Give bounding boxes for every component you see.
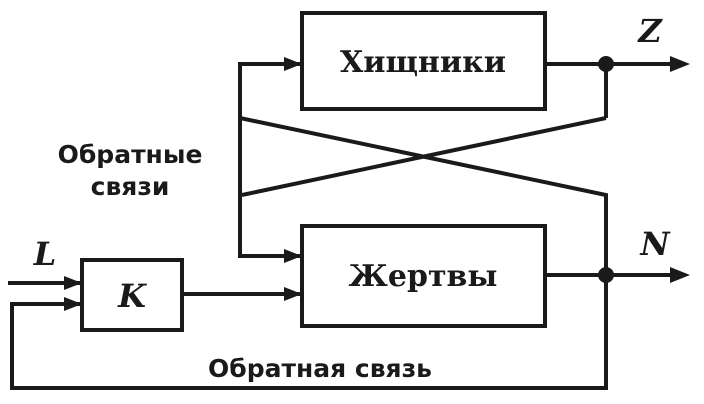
main-feedback-loop [10, 275, 608, 390]
z-output-label: Z [636, 12, 663, 50]
l-input-label: L [33, 235, 57, 273]
cross-feedback-caption-line2: связи [91, 172, 170, 201]
z-output-arrow [670, 56, 690, 72]
predators-block: Хищники [300, 11, 547, 111]
n-output-label: N [639, 225, 671, 263]
controller-block: K [80, 258, 184, 332]
predators-input-wire [238, 62, 300, 195]
cross-feedback-caption-line1: Обратные [58, 140, 203, 169]
prey-cross-input-arrow [284, 249, 302, 263]
prey-block: Жертвы [300, 224, 547, 328]
feedback-caption: Обратная связь [208, 354, 432, 383]
feedback-into-controller-arrow [64, 297, 82, 311]
prey-cross-input-wire [238, 195, 300, 258]
controller-to-prey-arrow [284, 287, 302, 301]
prey-output-junction [598, 267, 614, 283]
predators-output-junction [598, 56, 614, 72]
l-input-arrow [64, 276, 82, 290]
controller-block-label: K [117, 277, 147, 315]
predators-block-label: Хищники [340, 45, 506, 80]
predators-input-arrow [284, 57, 302, 71]
n-output-arrow [670, 267, 690, 283]
cross-link-prey-to-predators [239, 116, 608, 275]
prey-block-label: Жертвы [349, 259, 498, 294]
